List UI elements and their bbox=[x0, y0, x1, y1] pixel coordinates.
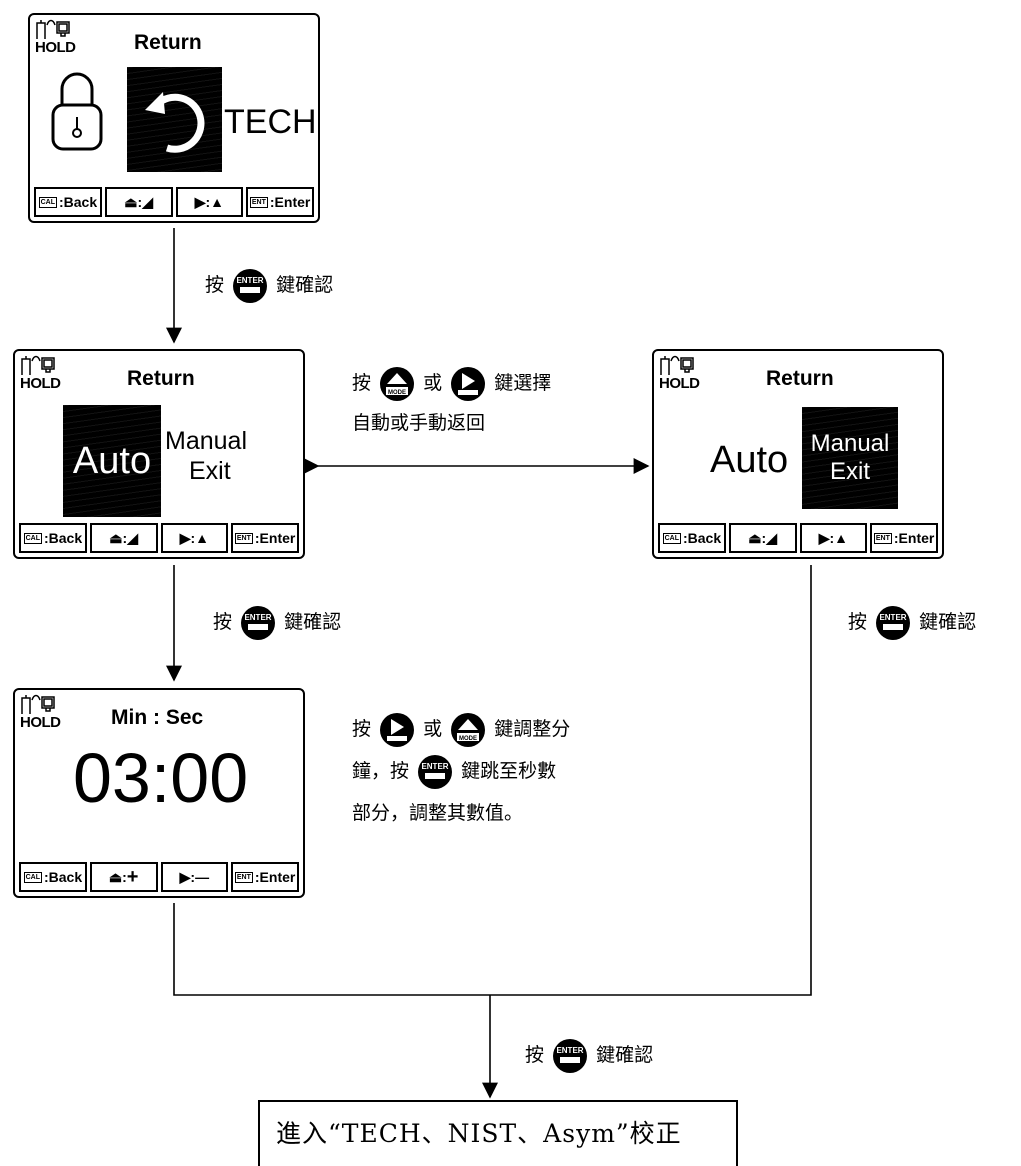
hold-label: HOLD bbox=[20, 714, 61, 731]
probe-meter-icon bbox=[21, 694, 55, 714]
label-adjust-line2: 鐘，按 ENTER 鍵跳至秒數 bbox=[352, 752, 556, 790]
enter-key-icon: ENTER bbox=[418, 754, 453, 789]
option-auto-selected[interactable]: Auto bbox=[63, 405, 161, 517]
screen-min-sec: HOLD Min : Sec 03:00 CAL:Back ⏏:+ ▶:— EN… bbox=[13, 688, 305, 898]
enter-key-icon: ENTER bbox=[876, 605, 911, 640]
screen-title: Return bbox=[134, 31, 202, 54]
enter-key-icon: ENTER bbox=[233, 268, 268, 303]
right-key[interactable]: ▶:▲ bbox=[799, 523, 868, 553]
option-manual[interactable]: Manual bbox=[165, 427, 247, 455]
label-adjust-line3: 部分，調整其數值。 bbox=[352, 802, 524, 824]
label-confirm-1: 按 ENTER 鍵確認 bbox=[205, 266, 333, 304]
hold-label: HOLD bbox=[20, 375, 61, 392]
play-icon: ▶ bbox=[179, 529, 191, 546]
time-value[interactable]: 03:00 bbox=[73, 739, 249, 817]
probe-meter-icon bbox=[660, 355, 694, 375]
final-step-box: 進入“TECH、NIST、Asym”校正 bbox=[258, 1100, 738, 1166]
label-select-line1: 按 MODE 或 鍵選擇 bbox=[352, 364, 551, 402]
svg-text:MODE: MODE bbox=[459, 736, 477, 742]
eject-icon: ⏏ bbox=[124, 193, 138, 210]
eject-icon: ⏏ bbox=[108, 868, 123, 885]
down-wedge-icon: ▲ bbox=[210, 194, 225, 210]
status-indicator: HOLD bbox=[659, 355, 705, 393]
svg-text:ENTER: ENTER bbox=[245, 613, 272, 622]
label-confirm-4: 按 ENTER 鍵確認 bbox=[525, 1036, 653, 1074]
screen-title: Return bbox=[766, 367, 834, 390]
status-indicator: HOLD bbox=[35, 19, 81, 57]
soft-key-bar: CAL:Back ⏏:◢ ▶:▲ ENT:Enter bbox=[19, 523, 299, 553]
label-confirm-2: 按 ENTER 鍵確認 bbox=[213, 603, 341, 641]
mode-up-key-icon: MODE bbox=[451, 712, 486, 747]
enter-key-icon: ENTER bbox=[241, 605, 276, 640]
option-exit[interactable]: Exit bbox=[189, 457, 231, 485]
up-wedge-icon: ◢ bbox=[127, 529, 138, 546]
right-key-icon bbox=[451, 366, 486, 401]
right-key[interactable]: ▶:▲ bbox=[160, 523, 229, 553]
option-auto[interactable]: Auto bbox=[710, 439, 789, 481]
soft-key-bar: CAL:Back ⏏:◢ ▶:▲ ENT:Enter bbox=[34, 187, 314, 217]
svg-text:ENTER: ENTER bbox=[880, 613, 907, 622]
up-key[interactable]: ⏏:◢ bbox=[104, 187, 173, 217]
probe-meter-icon bbox=[36, 19, 70, 39]
option-tech[interactable]: TECH bbox=[224, 103, 317, 141]
line-time-to-merge bbox=[173, 565, 812, 996]
back-key[interactable]: CAL:Back bbox=[19, 523, 87, 553]
back-key[interactable]: CAL:Back bbox=[658, 523, 726, 553]
status-indicator: HOLD bbox=[20, 694, 66, 732]
eject-icon: ⏏ bbox=[748, 529, 762, 546]
option-manual-exit-selected[interactable]: Manual Exit bbox=[802, 407, 898, 509]
up-wedge-icon: ◢ bbox=[142, 193, 153, 210]
decrement-key[interactable]: ▶:— bbox=[160, 862, 229, 892]
increment-key[interactable]: ⏏:+ bbox=[89, 862, 158, 892]
screen-tech-return: HOLD Return TECH CAL:Back ⏏:◢ ▶:▲ ENT:En… bbox=[28, 13, 320, 223]
status-indicator: HOLD bbox=[20, 355, 66, 393]
screen-title: Return bbox=[127, 367, 195, 390]
svg-text:ENTER: ENTER bbox=[237, 276, 264, 285]
up-key[interactable]: ⏏:◢ bbox=[728, 523, 797, 553]
enter-key[interactable]: ENT:Enter bbox=[231, 862, 299, 892]
label-confirm-3: 按 ENTER 鍵確認 bbox=[848, 603, 976, 641]
svg-text:ENTER: ENTER bbox=[422, 762, 449, 771]
play-icon: ▶ bbox=[194, 193, 206, 210]
svg-text:ENTER: ENTER bbox=[557, 1046, 584, 1055]
lock-icon bbox=[51, 72, 103, 151]
svg-text:MODE: MODE bbox=[388, 390, 406, 396]
enter-key[interactable]: ENT:Enter bbox=[231, 523, 299, 553]
soft-key-bar: CAL:Back ⏏:+ ▶:— ENT:Enter bbox=[19, 862, 299, 892]
right-key[interactable]: ▶:▲ bbox=[175, 187, 244, 217]
down-wedge-icon: ▲ bbox=[195, 530, 210, 546]
probe-meter-icon bbox=[21, 355, 55, 375]
final-step-text: 進入“TECH、NIST、Asym”校正 bbox=[276, 1119, 682, 1148]
hold-label: HOLD bbox=[35, 39, 76, 56]
eject-icon: ⏏ bbox=[109, 529, 123, 546]
mode-up-key-icon: MODE bbox=[380, 366, 415, 401]
right-key-icon bbox=[380, 712, 415, 747]
up-key[interactable]: ⏏:◢ bbox=[89, 523, 158, 553]
label-adjust-line1: 按 或 MODE 鍵調整分 bbox=[352, 710, 570, 748]
label-select-line2: 自動或手動返回 bbox=[352, 412, 486, 434]
return-arrow-icon bbox=[144, 91, 204, 153]
enter-key-icon: ENTER bbox=[553, 1038, 588, 1073]
up-wedge-icon: ◢ bbox=[766, 529, 777, 546]
back-key[interactable]: CAL:Back bbox=[34, 187, 102, 217]
play-icon: ▶ bbox=[179, 868, 191, 885]
play-icon: ▶ bbox=[818, 529, 830, 546]
return-selected-highlight[interactable] bbox=[127, 67, 222, 172]
enter-key[interactable]: ENT:Enter bbox=[246, 187, 314, 217]
enter-key[interactable]: ENT:Enter bbox=[870, 523, 938, 553]
back-key[interactable]: CAL:Back bbox=[19, 862, 87, 892]
screen-title: Min : Sec bbox=[111, 706, 204, 729]
down-wedge-icon: ▲ bbox=[834, 530, 849, 546]
hold-label: HOLD bbox=[659, 375, 700, 392]
screen-auto-selected: HOLD Return Auto Manual Exit CAL:Back ⏏:… bbox=[13, 349, 305, 559]
screen-manual-selected: HOLD Return Auto Manual Exit CAL:Back ⏏:… bbox=[652, 349, 944, 559]
soft-key-bar: CAL:Back ⏏:◢ ▶:▲ ENT:Enter bbox=[658, 523, 938, 553]
